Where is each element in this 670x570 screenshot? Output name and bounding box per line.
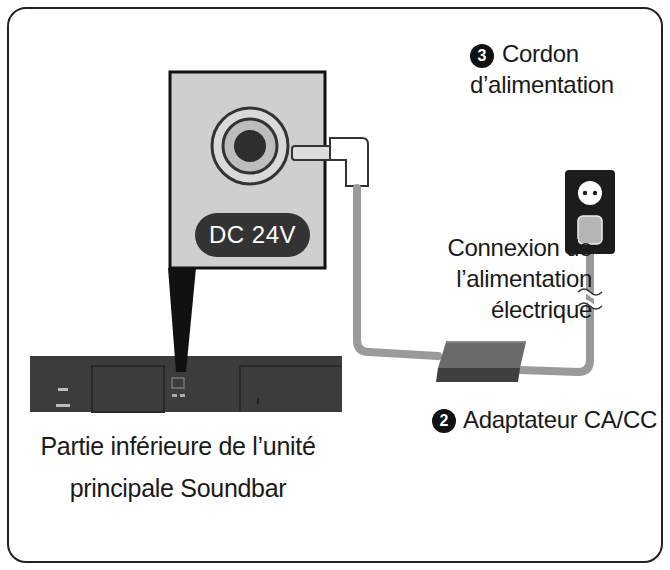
callout-number: 2 <box>432 409 456 433</box>
callout-number: 3 <box>470 44 494 68</box>
dc-plug <box>292 138 368 186</box>
part-label: Partie inférieure de l’unité principale … <box>33 425 323 509</box>
node-text: DC 24V <box>209 221 296 249</box>
connection-label: Connexion de l’alimentation électrique <box>400 232 592 325</box>
callout-pointer <box>168 268 196 372</box>
part-label: Cordon d’alimentation <box>470 38 648 100</box>
voltage-tag: DC 24V <box>195 213 310 257</box>
ac-adapter <box>436 342 526 382</box>
part-label: Adaptateur CA/CC <box>463 404 663 435</box>
inset-panel <box>170 72 325 268</box>
outer-frame <box>8 8 662 562</box>
